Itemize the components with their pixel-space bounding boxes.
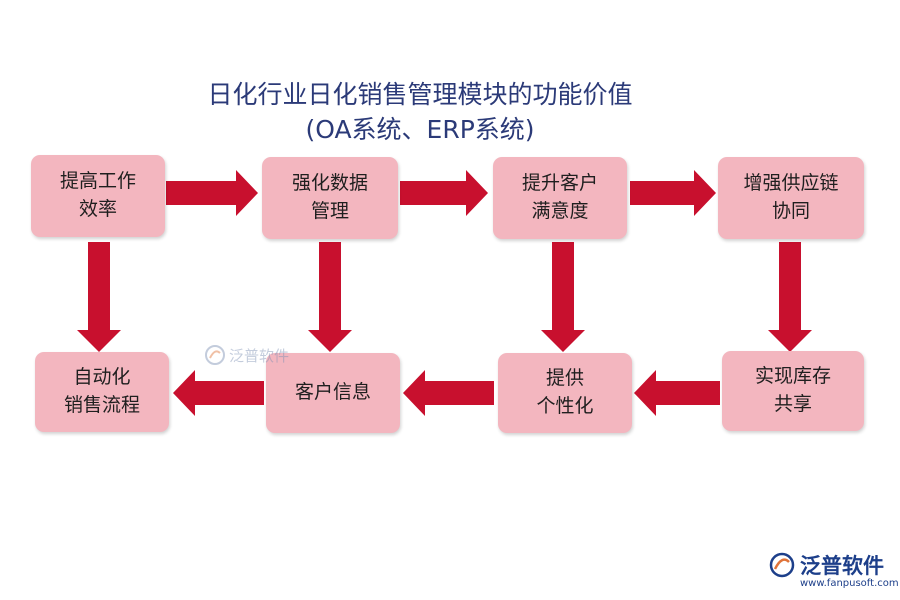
diagram-subtitle: (OA系统、ERP系统) [305, 115, 535, 144]
node-label: 自动化 [73, 366, 131, 389]
watermark-corner-brand: 泛普软件 [800, 554, 884, 578]
node-customer-info: 客户信息 [266, 353, 400, 433]
node-label: 共享 [773, 393, 812, 415]
watermark-center: 泛普软件 [204, 344, 289, 366]
arrow-supply-to-inventory [768, 242, 812, 352]
node-label: 个性化 [536, 395, 594, 417]
node-label: 提供 [545, 367, 584, 390]
arrow-personalization-to-customer-info [403, 370, 494, 416]
node-label: 满意度 [531, 200, 589, 222]
node-inventory-sharing: 实现库存 共享 [722, 351, 864, 431]
arrow-efficiency-to-data [166, 170, 258, 216]
node-improve-efficiency: 提高工作 效率 [31, 155, 165, 237]
watermark-brand: 泛普软件 [229, 346, 290, 365]
arrow-data-to-satisfaction [400, 170, 488, 216]
node-supply-chain: 增强供应链 协同 [718, 157, 864, 239]
node-label: 效率 [78, 198, 117, 220]
node-label: 协同 [771, 200, 810, 222]
arrow-data-to-customer-info [308, 242, 352, 352]
node-customer-satisfaction: 提升客户 满意度 [493, 157, 627, 239]
node-auto-sales: 自动化 销售流程 [35, 352, 169, 432]
arrow-satisfaction-to-supply [630, 170, 716, 216]
brand-logo-icon [769, 552, 795, 578]
watermark-url: www.fanpusoft.com [800, 578, 899, 589]
diagram-title: 日化行业日化销售管理模块的功能价值 [207, 80, 633, 109]
node-label: 提升客户 [521, 172, 598, 195]
arrow-inventory-to-personalization [634, 370, 720, 416]
node-label: 客户信息 [294, 381, 371, 404]
arrow-efficiency-to-auto-sales [77, 242, 121, 352]
node-label: 提高工作 [59, 170, 136, 193]
arrow-customer-info-to-auto-sales [173, 370, 264, 416]
arrow-satisfaction-to-personalization [541, 242, 585, 352]
node-personalization: 提供 个性化 [498, 353, 632, 433]
node-label: 强化数据 [291, 172, 368, 195]
node-label: 管理 [310, 200, 349, 222]
node-label: 增强供应链 [743, 172, 839, 195]
node-label: 销售流程 [63, 394, 140, 416]
watermark-corner: 泛普软件 [768, 550, 884, 580]
node-label: 实现库存 [754, 365, 831, 388]
node-strengthen-data: 强化数据 管理 [262, 157, 398, 239]
brand-logo-icon [205, 345, 225, 365]
